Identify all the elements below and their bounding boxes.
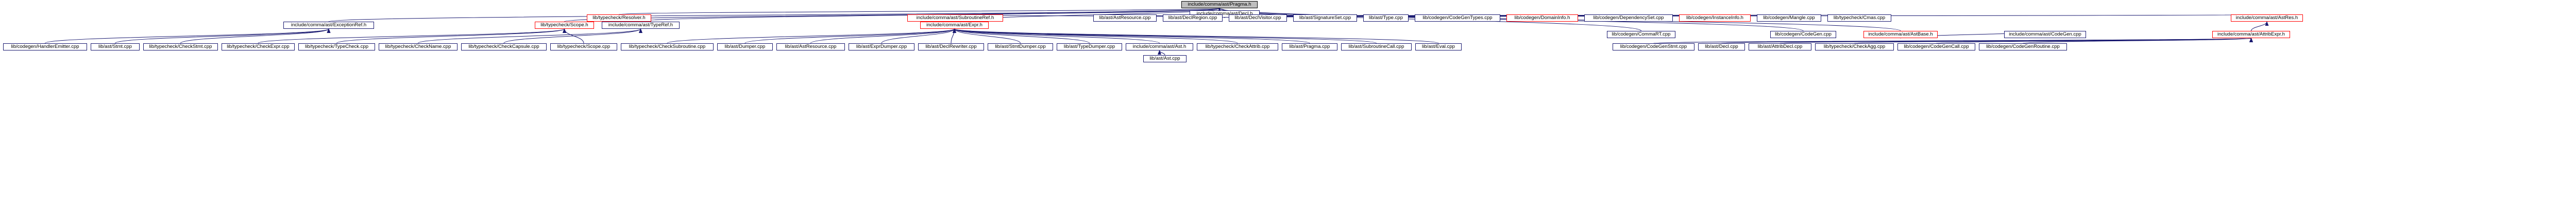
graph-node[interactable]: include/comma/ast/AttribExpr.h [2212, 31, 2290, 38]
graph-node[interactable]: lib/typecheck/CheckAgg.cpp [1815, 43, 1894, 50]
graph-node[interactable]: lib/typecheck/CheckAttrib.cpp [1197, 43, 1278, 50]
graph-node[interactable]: include/comma/ast/Expr.h [920, 22, 989, 29]
graph-node[interactable]: lib/codegen/CodeGenTypes.cpp [1415, 14, 1500, 22]
graph-node[interactable]: lib/ast/AstResource.cpp [1093, 14, 1157, 22]
graph-node[interactable]: include/comma/ast/AstBase.h [1863, 31, 1938, 38]
graph-node[interactable]: lib/ast/Type.cpp [1363, 14, 1409, 22]
graph-node[interactable]: lib/ast/ExprDumper.cpp [849, 43, 914, 50]
graph-node[interactable]: lib/codegen/HandlerEmitter.cpp [3, 43, 87, 50]
graph-node[interactable]: lib/ast/StmtDumper.cpp [988, 43, 1053, 50]
graph-node[interactable]: lib/typecheck/Scope.cpp [550, 43, 617, 50]
graph-node[interactable]: lib/ast/Pragma.cpp [1282, 43, 1337, 50]
graph-node[interactable]: lib/ast/SignatureSet.cpp [1293, 14, 1357, 22]
graph-node[interactable]: lib/typecheck/Cmas.cpp [1827, 14, 1891, 22]
graph-node[interactable]: lib/ast/Ast.cpp [1143, 55, 1187, 62]
graph-node[interactable]: lib/ast/Dumper.cpp [717, 43, 773, 50]
graph-node[interactable]: lib/ast/Stmt.cpp [91, 43, 140, 50]
graph-node[interactable]: include/comma/ast/TypeRef.h [602, 22, 680, 29]
graph-node[interactable]: lib/codegen/DomainInfo.h [1506, 14, 1578, 22]
graph-node[interactable]: lib/codegen/CodeGenStmt.cpp [1613, 43, 1694, 50]
graph-node[interactable]: lib/typecheck/TypeCheck.cpp [298, 43, 375, 50]
graph-node-root[interactable]: include/comma/ast/Pragma.h [1181, 1, 1258, 8]
graph-node[interactable]: include/comma/ast/ExceptionRef.h [283, 22, 374, 29]
graph-node[interactable]: lib/codegen/CodeGenCall.cpp [1897, 43, 1975, 50]
graph-node[interactable]: include/comma/ast/AstRes.h [2231, 14, 2303, 22]
graph-node[interactable]: lib/codegen/InstanceInfo.h [1679, 14, 1751, 22]
graph-node[interactable]: lib/typecheck/CheckCapsule.cpp [461, 43, 547, 50]
graph-node[interactable]: include/comma/ast/SubroutineRef.h [907, 14, 1003, 22]
graph-node[interactable]: lib/ast/AstResource.cpp [776, 43, 845, 50]
graph-node[interactable]: lib/ast/Eval.cpp [1415, 43, 1462, 50]
graph-node[interactable]: lib/ast/AttribDecl.cpp [1749, 43, 1811, 50]
graph-node[interactable]: lib/typecheck/CheckExpr.cpp [222, 43, 295, 50]
graph-node[interactable]: lib/typecheck/Scope.h [535, 22, 594, 29]
graph-node[interactable]: lib/typecheck/CheckName.cpp [379, 43, 457, 50]
graph-node[interactable]: include/comma/ast/CodeGen.cpp [2004, 31, 2086, 38]
graph-node[interactable]: lib/ast/DeclRegion.cpp [1163, 14, 1223, 22]
graph-node[interactable]: lib/ast/Decl.cpp [1698, 43, 1745, 50]
graph-node[interactable]: lib/typecheck/CheckStmt.cpp [143, 43, 218, 50]
graph-node[interactable]: lib/typecheck/CheckSubroutine.cpp [621, 43, 714, 50]
graph-node[interactable]: lib/codegen/CommaRT.cpp [1607, 31, 1675, 38]
graph-node[interactable]: lib/typecheck/Resolver.h [587, 14, 651, 22]
graph-node[interactable]: lib/ast/DeclVisitor.cpp [1229, 14, 1287, 22]
graph-node[interactable]: lib/codegen/CodeGen.cpp [1770, 31, 1836, 38]
graph-node[interactable]: lib/codegen/CodeGenRoutine.cpp [1979, 43, 2067, 50]
graph-node[interactable]: lib/ast/DeclRewriter.cpp [918, 43, 984, 50]
graph-node[interactable]: lib/ast/TypeDumper.cpp [1057, 43, 1122, 50]
graph-node[interactable]: lib/codegen/Mangle.cpp [1757, 14, 1821, 22]
graph-node[interactable]: lib/codegen/DependencySet.cpp [1584, 14, 1673, 22]
graph-node[interactable]: include/comma/ast/Ast.h [1126, 43, 1193, 50]
graph-node[interactable]: lib/ast/SubroutineCall.cpp [1341, 43, 1412, 50]
